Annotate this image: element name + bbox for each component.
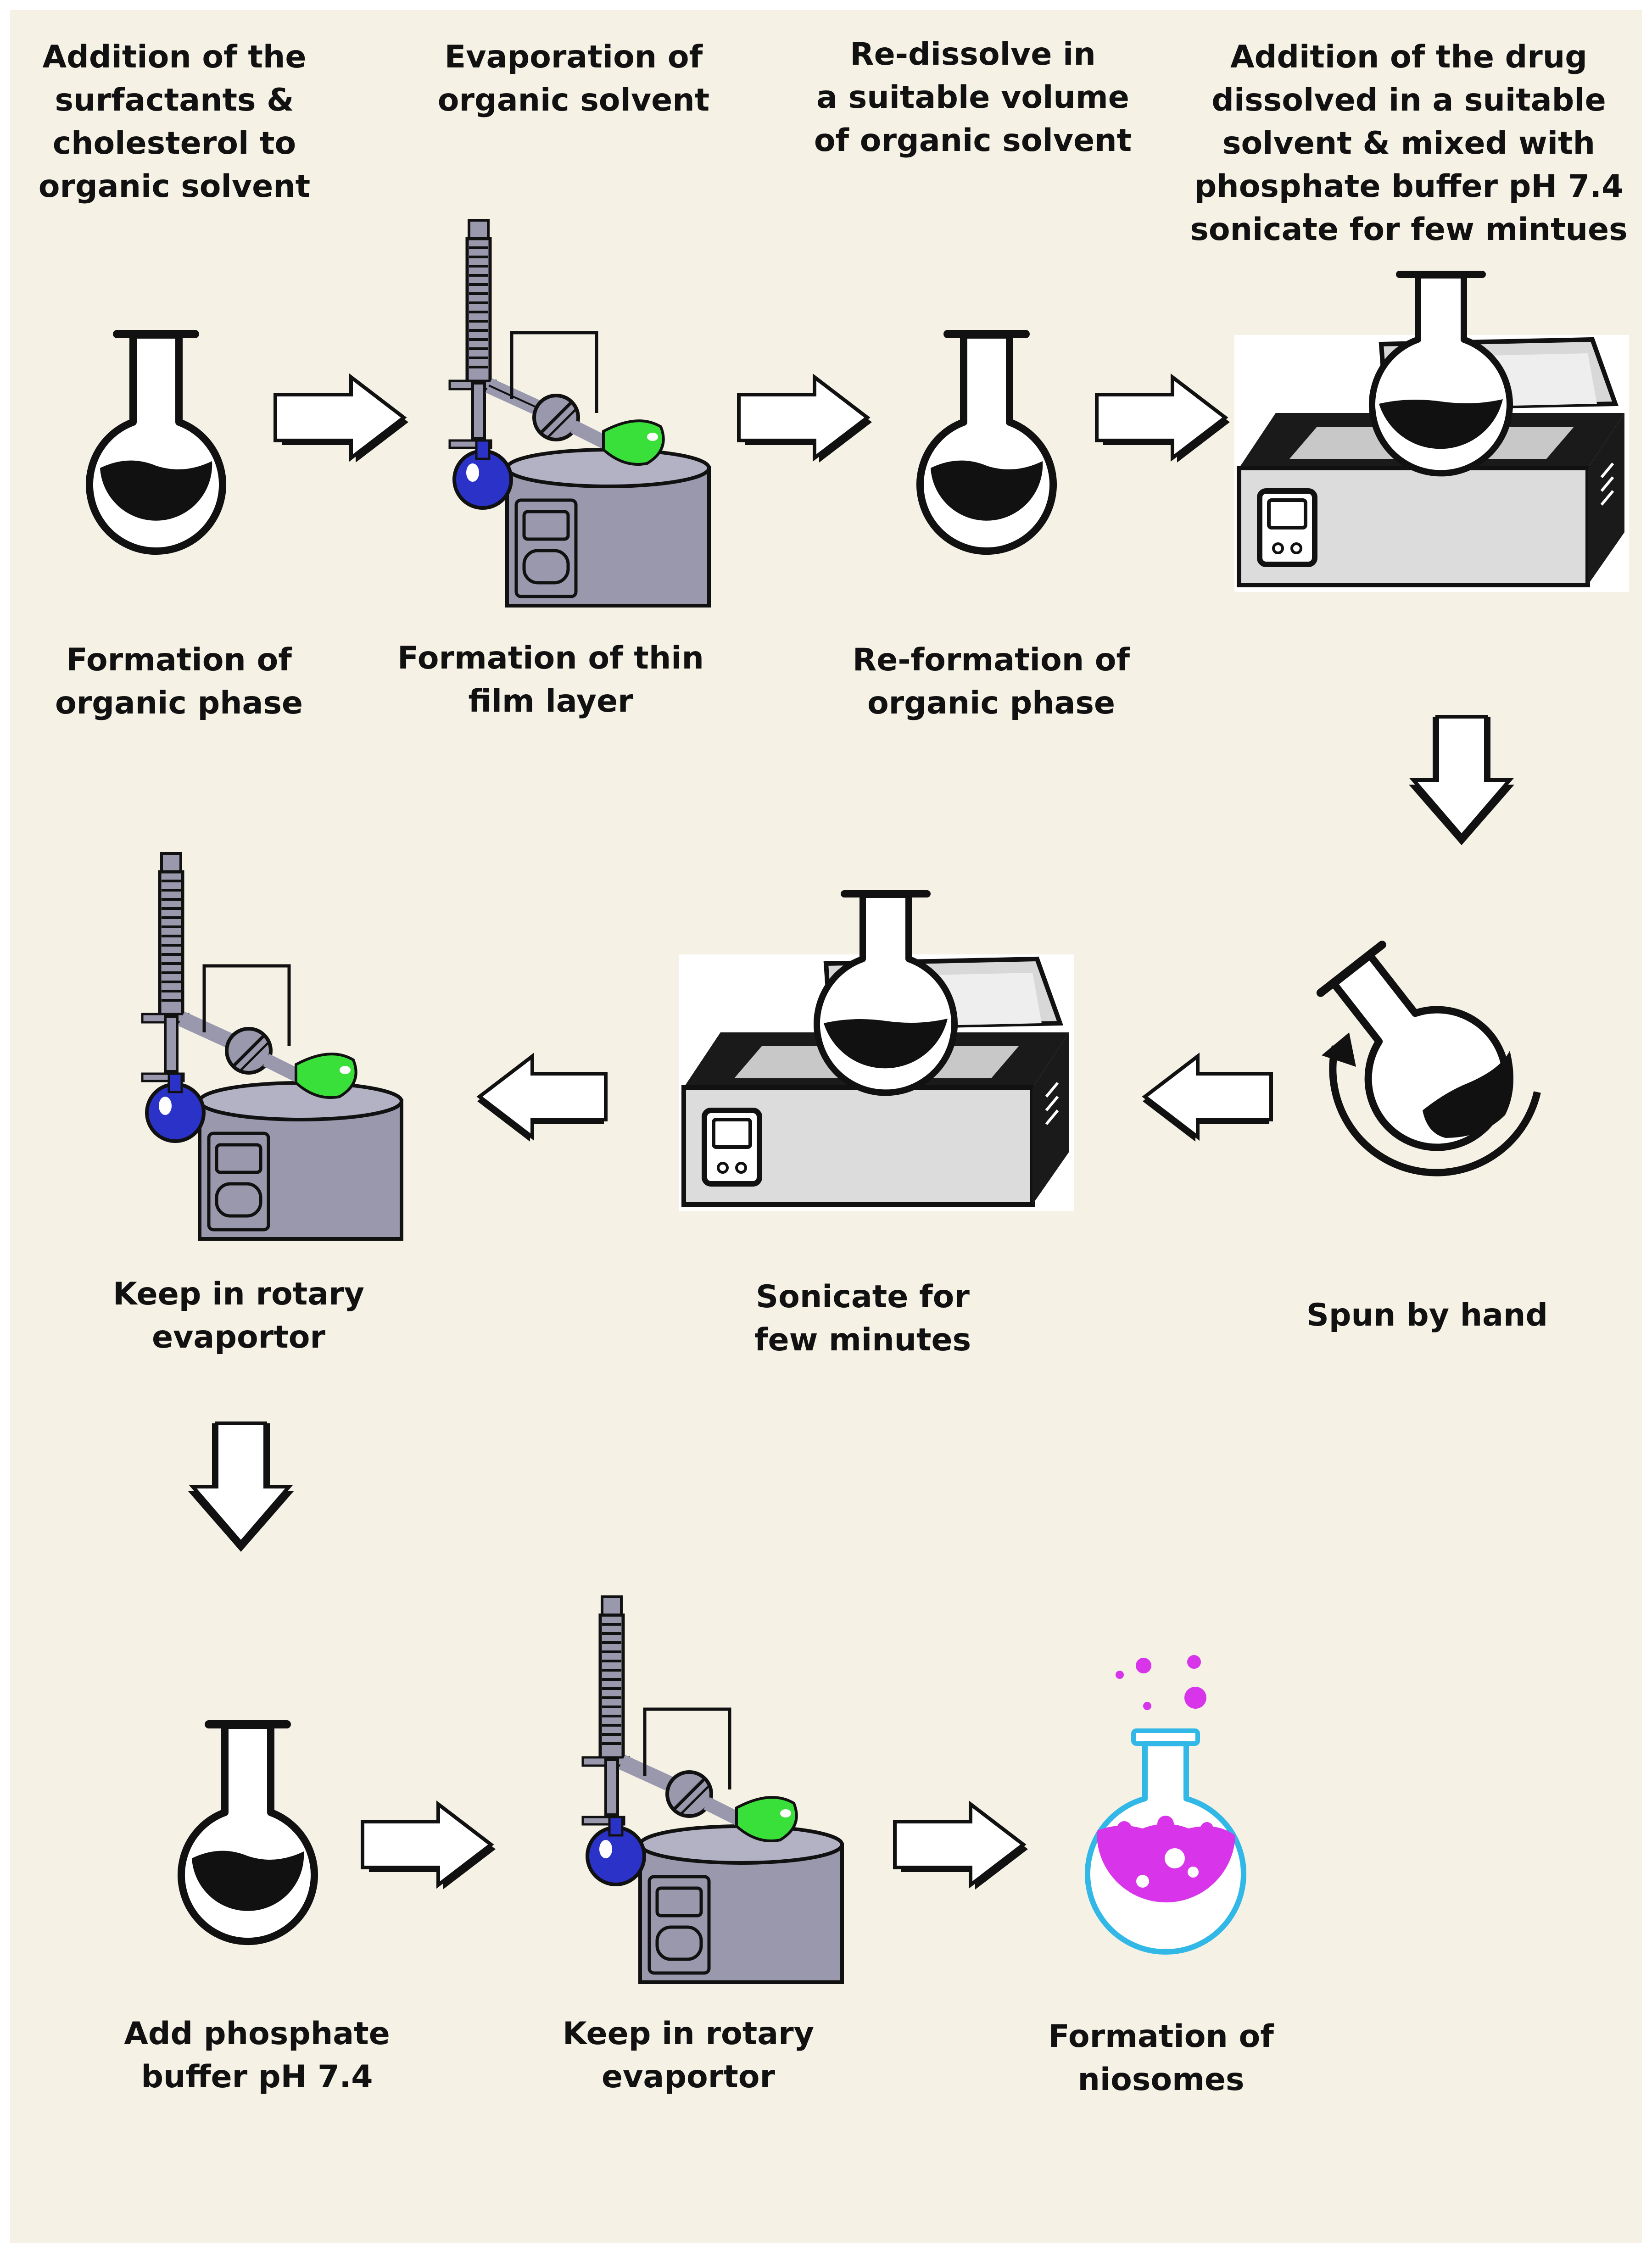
step-6-bottom-label: Sonicate for few minutes bbox=[754, 1279, 971, 1358]
rotary-evaporator-icon bbox=[141, 852, 403, 1241]
step-5-bottom-label: Spun by hand bbox=[1306, 1297, 1548, 1333]
arrow-down-icon bbox=[188, 1421, 294, 1552]
round-bottom-flask-icon bbox=[86, 330, 226, 555]
arrow-left-icon bbox=[476, 1052, 608, 1142]
step-1-bottom-label: Formation of organic phase bbox=[55, 642, 303, 721]
rotary-evaporator-icon bbox=[448, 219, 711, 608]
step-2-bottom-label: Formation of thin film layer bbox=[397, 640, 704, 719]
round-bottom-flask-icon bbox=[916, 330, 1057, 555]
arrow-left-icon bbox=[1142, 1052, 1273, 1142]
arrow-right-icon bbox=[361, 1800, 496, 1890]
arrow-down-icon bbox=[1409, 715, 1514, 845]
step-8-bottom-label: Add phosphate buffer pH 7.4 bbox=[124, 2016, 390, 2095]
sonicator-bath-icon bbox=[679, 890, 1074, 1211]
step-2-top-label: Evaporation of organic solvent bbox=[437, 39, 710, 118]
round-bottom-flask-icon bbox=[178, 1720, 318, 1945]
rotary-evaporator-icon bbox=[581, 1595, 844, 1984]
step-4-top-label: Addition of the drug dissolved in a suit… bbox=[1190, 39, 1628, 248]
arrow-right-icon bbox=[1095, 373, 1230, 463]
step-3-top-label: Re-dissolve in a suitable volume of orga… bbox=[814, 36, 1132, 159]
swirling-flask-icon bbox=[1316, 941, 1541, 1176]
step-3-bottom-label: Re-formation of organic phase bbox=[852, 642, 1130, 721]
niosome-flask-icon bbox=[1085, 1655, 1246, 1955]
arrow-right-icon bbox=[893, 1800, 1028, 1890]
arrow-right-icon bbox=[273, 373, 408, 463]
step-9-bottom-label: Keep in rotary evaportor bbox=[563, 2016, 814, 2095]
step-10-bottom-label: Formation of niosomes bbox=[1048, 2018, 1274, 2098]
arrow-right-icon bbox=[737, 373, 872, 463]
step-1-top-label: Addition of the surfactants & cholestero… bbox=[38, 39, 311, 205]
step-7-bottom-label: Keep in rotary evaportor bbox=[113, 1276, 364, 1355]
sonicator-bath-icon bbox=[1234, 271, 1629, 592]
